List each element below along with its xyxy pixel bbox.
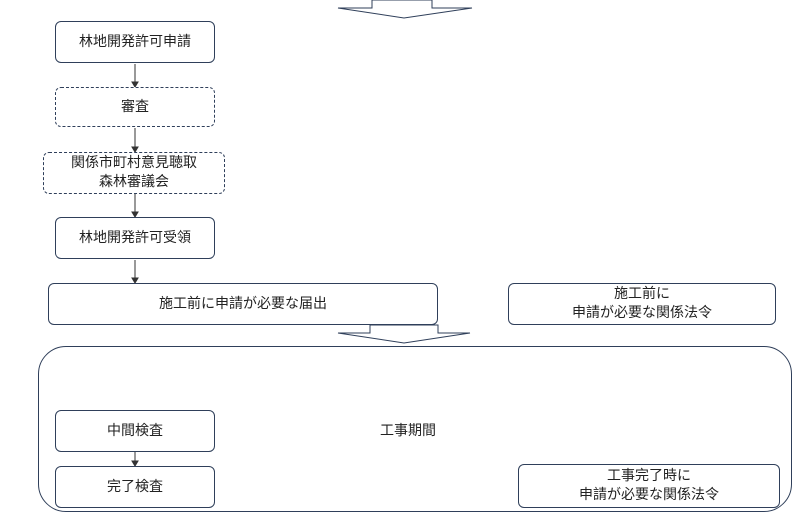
interim-inspection-label: 中間検査	[107, 422, 163, 439]
pre-construction-laws-box: 施工前に 申請が必要な関係法令	[508, 283, 776, 325]
interim-inspection-box: 中間検査	[55, 410, 215, 452]
pre-construction-notice-box: 施工前に申請が必要な届出	[48, 283, 438, 325]
construction-period-label: 工事期間	[380, 423, 436, 439]
completion-inspection-label: 完了検査	[107, 478, 163, 495]
completion-inspection-box: 完了検査	[55, 466, 215, 508]
completion-laws-box: 工事完了時に 申請が必要な関係法令	[518, 464, 780, 508]
pre-construction-laws-label: 施工前に 申請が必要な関係法令	[572, 286, 712, 321]
middle-block-arrow	[337, 324, 471, 344]
permit-receipt-label: 林地開発許可受領	[79, 229, 191, 246]
application-label: 林地開発許可申請	[79, 33, 191, 50]
hearing-label: 関係市町村意見聴取 森林審議会	[71, 155, 197, 190]
review-label: 審査	[121, 98, 149, 115]
construction-period-frame	[38, 346, 792, 512]
permit-receipt-box: 林地開発許可受領	[55, 217, 215, 259]
completion-laws-label: 工事完了時に 申請が必要な関係法令	[579, 468, 719, 503]
hearing-box: 関係市町村意見聴取 森林審議会	[43, 152, 225, 194]
pre-construction-notice-label: 施工前に申請が必要な届出	[159, 295, 327, 312]
application-box: 林地開発許可申請	[55, 21, 215, 63]
review-box: 審査	[55, 87, 215, 127]
top-block-arrow	[337, 0, 473, 19]
